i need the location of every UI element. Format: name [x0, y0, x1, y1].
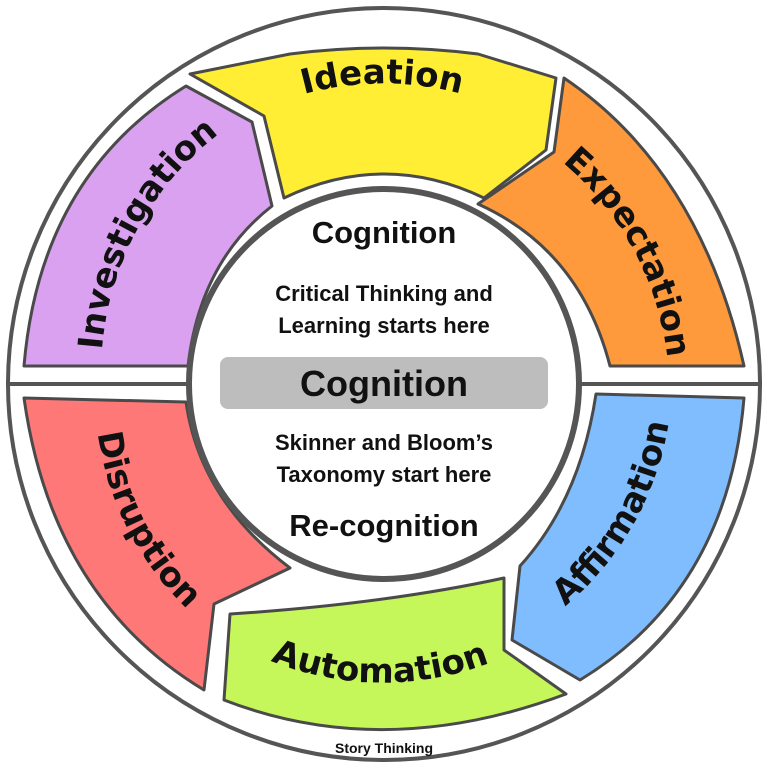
segment-investigation — [22, 84, 274, 368]
center-bottom-title: Re-cognition — [289, 508, 478, 543]
footer-label: Story Thinking — [335, 740, 433, 756]
center-top-title: Cognition — [312, 215, 457, 250]
segment-automation — [222, 576, 568, 732]
segment-affirmation — [510, 392, 746, 682]
center-top-line-1: Critical Thinking and — [275, 281, 493, 306]
segment-ideation — [188, 46, 558, 200]
center-band-label: Cognition — [300, 363, 468, 404]
segment-expectation — [476, 76, 746, 368]
center-band — [220, 357, 548, 409]
segments-group — [22, 46, 746, 732]
center-top-line-2: Learning starts here — [278, 313, 490, 338]
center-bottom-line-1: Skinner and Bloom’s — [275, 430, 493, 455]
center-bottom-line-2: Taxonomy start here — [277, 462, 492, 487]
